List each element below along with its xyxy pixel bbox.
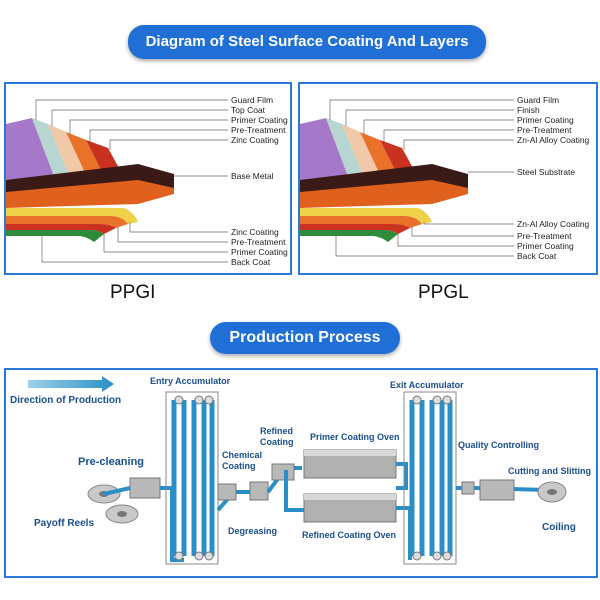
label-payoff-reels: Payoff Reels (34, 518, 95, 529)
ppgl-label-znal-coating: Zn-Al Alloy Coating (517, 135, 590, 145)
ppgl-back-coat-layer (300, 230, 398, 242)
label-degreasing: Degreasing (228, 526, 278, 536)
diagram-title: Diagram of Steel Surface Coating And Lay… (128, 25, 486, 59)
label-exit-accumulator: Exit Accumulator (390, 380, 464, 390)
label-primer-oven: Primer Coating Oven (310, 432, 400, 442)
ppgi-label-bottom-zinc: Zinc Coating (231, 227, 279, 237)
ppgl-label-primer-coating: Primer Coating (517, 115, 574, 125)
label-direction: Direction of Production (10, 395, 122, 406)
ppgi-label-pre-treatment: Pre-Treatment (231, 125, 286, 135)
ppgl-label-back-coat: Back Coat (517, 251, 557, 261)
label-chemical-coating: Chemical Coating (222, 450, 263, 471)
process-drawing (28, 376, 567, 565)
ppgi-guard-film-layer (6, 118, 60, 192)
label-refined-coating: Refined Coating (260, 426, 294, 447)
ppgl-bottom-primer-layer (300, 224, 410, 234)
ppgl-caption: PPGL (418, 282, 469, 303)
ppgi-label-zinc-coating: Zinc Coating (231, 135, 279, 145)
process-panel: Direction of Production Entry Accumulato… (4, 368, 598, 578)
pre-cleaning-unit (129, 477, 161, 499)
ppgi-bottom-pretreat-layer (6, 216, 128, 228)
ppgl-panel: Guard Film Finish Primer Coating Pre-Tre… (298, 82, 598, 275)
ppgi-label-primer-coating: Primer Coating (231, 115, 288, 125)
ppgi-label-guard-film: Guard Film (231, 95, 274, 105)
quality-unit (461, 481, 475, 495)
ppgl-label-finish: Finish (517, 105, 540, 115)
ppgl-bottom-pretreat-layer (300, 216, 422, 228)
ppgi-label-back-coat: Back Coat (231, 257, 271, 267)
ppgi-panel: Guard Film Top Coat Primer Coating Pre-T… (4, 82, 292, 275)
label-coiling: Coiling (542, 522, 576, 533)
process-title: Production Process (210, 322, 400, 354)
ppgl-label-bottom-pretreat: Pre-Treatment (517, 231, 572, 241)
refined-coating-unit (271, 463, 295, 481)
ppgi-back-coat-layer (6, 230, 104, 242)
ppgi-bottom-primer-layer (6, 224, 116, 234)
chemical-coating-unit (249, 481, 269, 501)
ppgl-layers-drawing (300, 99, 514, 257)
exit-accumulator (403, 391, 457, 565)
ppgi-caption: PPGI (110, 282, 156, 303)
direction-arrow (28, 376, 114, 392)
degreasing-unit (217, 483, 237, 501)
ppgl-label-guard-film: Guard Film (517, 95, 560, 105)
entry-accumulator (165, 391, 219, 565)
ppgl-label-pre-treatment: Pre-Treatment (517, 125, 572, 135)
ppgi-label-top-coat: Top Coat (231, 105, 266, 115)
ppgi-label-bottom-primer: Primer Coating (231, 247, 288, 257)
ppgl-label-bottom-primer: Primer Coating (517, 241, 574, 251)
ppgl-label-bottom-znal: Zn-Al Alloy Coating (517, 219, 590, 229)
label-pre-cleaning: Pre-cleaning (78, 456, 145, 468)
ppgl-label-steel-substrate: Steel Substrate (517, 167, 576, 177)
ppgi-label-base-metal: Base Metal (231, 171, 274, 181)
ppgi-layers-drawing (6, 99, 228, 263)
ppgi-label-bottom-pretreat: Pre-Treatment (231, 237, 286, 247)
label-cutting: Cutting and Slitting (508, 466, 591, 476)
label-entry-accumulator: Entry Accumulator (150, 376, 231, 386)
cutting-slitting-unit (479, 479, 515, 501)
ppgl-guard-film-layer (300, 118, 354, 192)
label-refined-oven: Refined Coating Oven (302, 530, 397, 540)
label-quality: Quality Controlling (458, 440, 539, 450)
